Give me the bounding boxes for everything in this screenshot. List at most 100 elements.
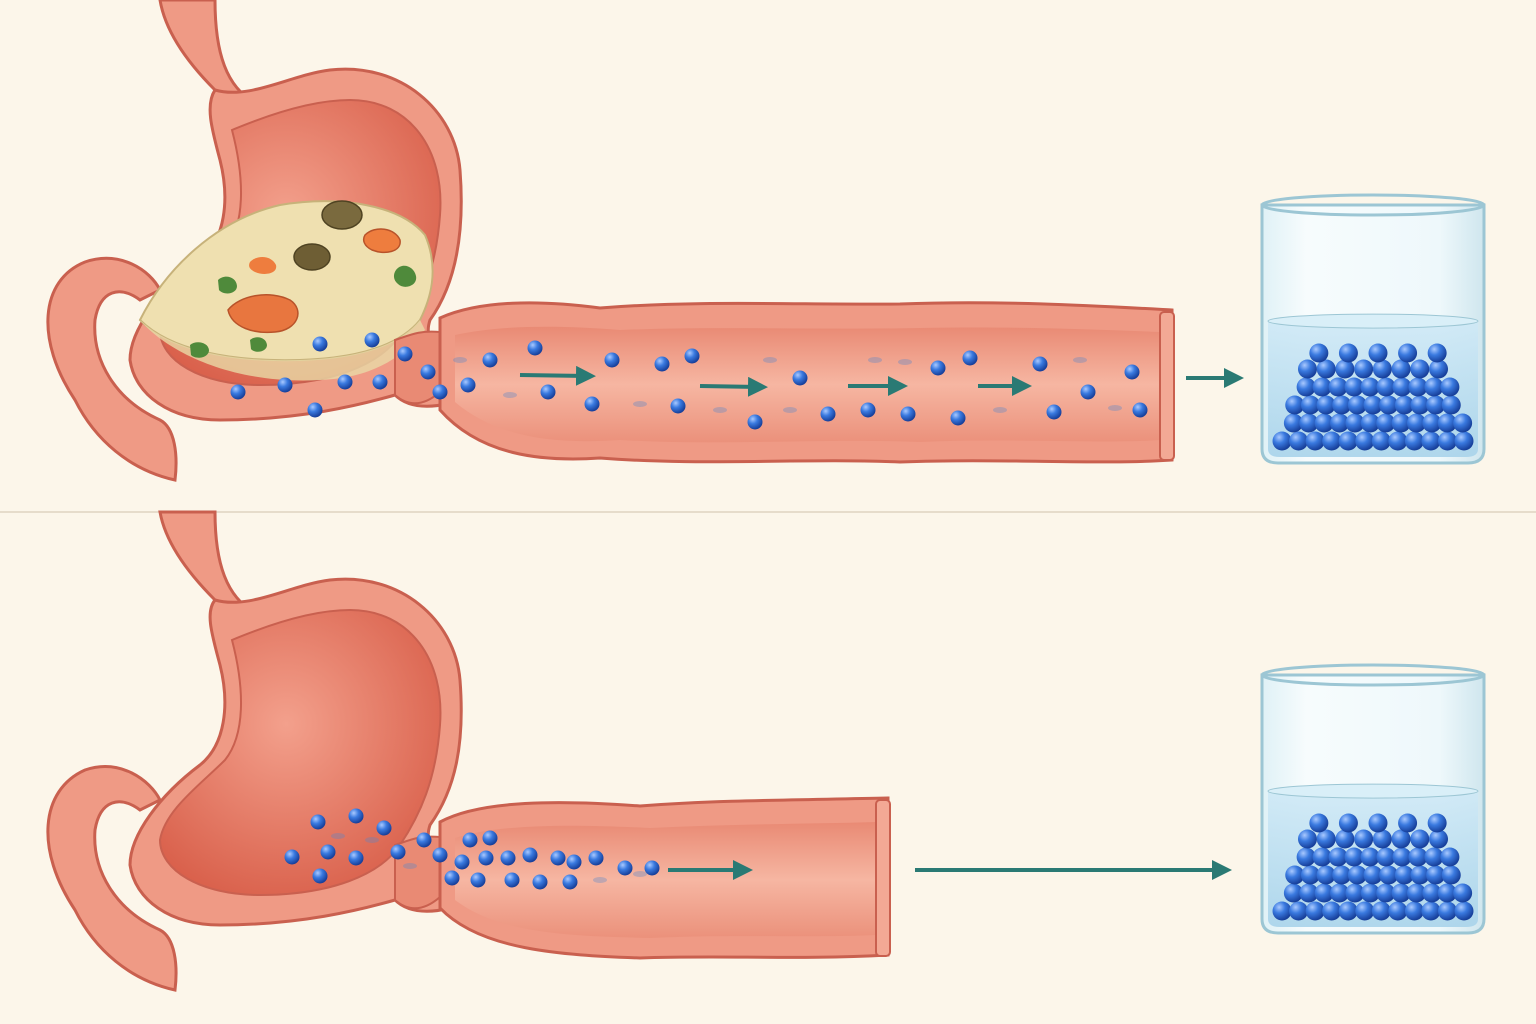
carrot-piece xyxy=(227,294,299,334)
drug-particle xyxy=(588,850,604,866)
drug-particle xyxy=(500,850,516,866)
drug-particle xyxy=(1388,431,1408,451)
drug-particle xyxy=(1046,404,1062,420)
drug-particle xyxy=(1316,829,1336,849)
drug-particle xyxy=(1368,813,1388,833)
drug-particle xyxy=(372,374,388,390)
drug-particle xyxy=(1289,431,1309,451)
drug-particle xyxy=(1283,413,1303,433)
drug-particle xyxy=(1344,847,1364,867)
drug-particle xyxy=(1453,883,1473,903)
drug-particle xyxy=(1332,865,1352,885)
intestine-lumen xyxy=(455,326,1160,443)
drug-particle xyxy=(1338,901,1358,921)
drug-particle xyxy=(1330,413,1350,433)
particles-fasted xyxy=(284,808,660,890)
drug-particle xyxy=(1371,431,1391,451)
stomach-cavity xyxy=(158,608,442,897)
green-piece xyxy=(190,342,209,358)
beaker-rim xyxy=(1260,193,1486,217)
drug-particle xyxy=(617,860,633,876)
intestine-cut-end xyxy=(1159,311,1175,461)
drug-particle xyxy=(1328,377,1348,397)
drug-particle xyxy=(1296,847,1316,867)
drug-particle xyxy=(1300,865,1320,885)
drug-particle xyxy=(860,402,876,418)
drug-particle xyxy=(1426,395,1446,415)
drug-particle xyxy=(1347,865,1367,885)
drug-particle xyxy=(1437,431,1457,451)
drug-particle xyxy=(1296,377,1316,397)
drug-particle xyxy=(337,374,353,390)
drug-particle xyxy=(478,850,494,866)
dissolving-trail xyxy=(898,359,912,365)
panel-fasted xyxy=(46,510,1486,992)
drug-particle xyxy=(397,346,413,362)
meat-piece xyxy=(293,243,331,271)
beaker-rim xyxy=(1260,663,1486,687)
drug-particle xyxy=(1421,901,1441,921)
drug-particle xyxy=(1410,865,1430,885)
drug-particle xyxy=(277,377,293,393)
drug-particle xyxy=(1363,865,1383,885)
drug-particle xyxy=(1398,813,1418,833)
drug-particle xyxy=(364,332,380,348)
particles-fed xyxy=(230,332,1148,430)
drug-particle xyxy=(1297,829,1317,849)
drug-particle xyxy=(1429,359,1449,379)
drug-particle xyxy=(1338,343,1358,363)
drug-particle xyxy=(1427,813,1447,833)
drug-particle xyxy=(1354,359,1374,379)
carrot-piece xyxy=(362,228,401,253)
drug-particle xyxy=(1300,395,1320,415)
drug-particle xyxy=(1379,865,1399,885)
drug-particle xyxy=(470,872,486,888)
drug-particle xyxy=(644,860,660,876)
drug-particle xyxy=(420,364,436,380)
drug-particle xyxy=(670,398,686,414)
drug-particle xyxy=(1410,829,1430,849)
drug-particle xyxy=(1335,829,1355,849)
dissolving-trail xyxy=(633,401,647,407)
drug-particle xyxy=(522,847,538,863)
drug-particle xyxy=(1376,847,1396,867)
drug-particle xyxy=(1392,377,1412,397)
drug-particle xyxy=(1297,359,1317,379)
drug-particle xyxy=(444,870,460,886)
drug-particle xyxy=(1283,883,1303,903)
dissolved-particles xyxy=(1272,813,1474,921)
drug-particle xyxy=(1338,431,1358,451)
drug-particle xyxy=(1328,847,1348,867)
drug-particle xyxy=(1309,813,1329,833)
drug-particle xyxy=(1332,395,1352,415)
duodenum-loop xyxy=(46,765,178,992)
drug-particle xyxy=(900,406,916,422)
drug-particle xyxy=(312,336,328,352)
drug-particle xyxy=(1406,883,1426,903)
drug-particle xyxy=(432,847,448,863)
drug-particle xyxy=(348,850,364,866)
dissolving-trail xyxy=(1108,405,1122,411)
drug-particle xyxy=(654,356,670,372)
drug-particle xyxy=(1316,865,1336,885)
intestine-cut-end xyxy=(875,799,891,957)
panel-fed xyxy=(46,0,1486,482)
drug-particle xyxy=(312,868,328,884)
drug-particle xyxy=(1421,431,1441,451)
drug-particle xyxy=(566,854,582,870)
drug-particle xyxy=(1316,359,1336,379)
drug-particle xyxy=(1437,413,1457,433)
drug-particle xyxy=(1422,413,1442,433)
drug-particle xyxy=(1372,829,1392,849)
drug-particle xyxy=(962,350,978,366)
dissolving-trail xyxy=(503,392,517,398)
drug-particle xyxy=(1363,395,1383,415)
drug-particle xyxy=(747,414,763,430)
dissolving-trail xyxy=(868,357,882,363)
drug-particle xyxy=(1372,359,1392,379)
green-piece xyxy=(218,276,237,294)
drug-particle xyxy=(1322,901,1342,921)
drug-particle xyxy=(930,360,946,376)
drug-particle xyxy=(1379,395,1399,415)
water-surface xyxy=(1267,783,1479,799)
